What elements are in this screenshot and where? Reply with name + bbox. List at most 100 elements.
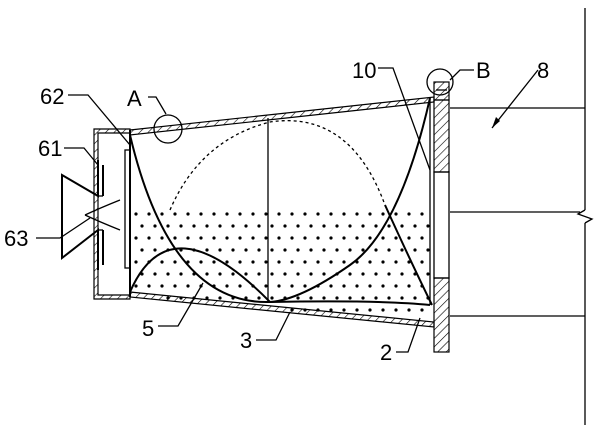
granule-dot: [225, 284, 229, 288]
granule-dot: [166, 224, 170, 228]
granule-dot: [199, 260, 203, 264]
granule-dot: [387, 272, 391, 276]
granule-dot: [309, 224, 313, 228]
label-10: 10: [352, 58, 376, 83]
granule-dot: [413, 224, 417, 228]
granule-dot: [329, 284, 333, 288]
granule-dot: [212, 236, 216, 240]
granule-dot: [400, 224, 404, 228]
granule-dot: [199, 212, 203, 216]
granule-dot: [316, 260, 320, 264]
granule-dot: [381, 260, 385, 264]
granule-dot: [374, 272, 378, 276]
granule-dot: [342, 284, 346, 288]
detail-circle-b: [426, 68, 454, 96]
granule-dot: [407, 284, 411, 288]
granule-dot: [244, 272, 248, 276]
granule-dot: [218, 224, 222, 228]
granule-dot: [413, 248, 417, 252]
granule-dot: [413, 296, 417, 300]
granule-dot: [342, 236, 346, 240]
granule-dot: [257, 224, 261, 228]
granule-dot: [368, 308, 372, 312]
label-2: 2: [380, 340, 392, 365]
granule-dot: [257, 248, 261, 252]
granule-dot: [322, 272, 326, 276]
granule-dot: [179, 272, 183, 276]
granule-dot: [329, 260, 333, 264]
granule-dot: [309, 296, 313, 300]
granule-dot: [407, 308, 411, 312]
granule-dot: [173, 236, 177, 240]
granule-dot: [394, 212, 398, 216]
label-61: 61: [38, 136, 62, 161]
granule-dot: [140, 224, 144, 228]
granule-dot: [290, 260, 294, 264]
granule-dot: [355, 212, 359, 216]
granule-dot: [400, 296, 404, 300]
granule-dot: [140, 248, 144, 252]
granule-dot: [212, 260, 216, 264]
granule-dot: [199, 236, 203, 240]
granule-dot: [277, 260, 281, 264]
granule-dot: [374, 224, 378, 228]
granule-dot: [231, 272, 235, 276]
granule-dot: [381, 236, 385, 240]
granule-dot: [387, 224, 391, 228]
granule-dot: [400, 248, 404, 252]
granule-dot: [309, 248, 313, 252]
label-8: 8: [537, 58, 549, 83]
granule-dot: [244, 224, 248, 228]
granule-dot: [348, 272, 352, 276]
granule-dot: [212, 212, 216, 216]
granule-dot: [335, 248, 339, 252]
detail-circle-a: [153, 114, 183, 144]
flange-bolt-top: [433, 81, 450, 101]
label-detail-a: A: [127, 86, 142, 111]
granule-dot: [426, 224, 430, 228]
granule-dot: [361, 224, 365, 228]
granule-dot: [134, 236, 138, 240]
granule-dot: [407, 260, 411, 264]
granule-dot: [420, 260, 424, 264]
granule-dot: [296, 248, 300, 252]
granule-dot: [283, 224, 287, 228]
granule-dot: [160, 260, 164, 264]
granule-dot: [316, 308, 320, 312]
granule-dot: [303, 236, 307, 240]
granule-dot: [231, 248, 235, 252]
granule-dot: [218, 272, 222, 276]
granule-dot: [283, 272, 287, 276]
label-detail-b: B: [476, 58, 491, 83]
granule-dot: [147, 284, 151, 288]
granule-dot: [257, 272, 261, 276]
granule-dot: [361, 272, 365, 276]
granule-dot: [348, 224, 352, 228]
granule-dot: [394, 260, 398, 264]
label-5: 5: [142, 316, 154, 341]
granule-dot: [251, 260, 255, 264]
granule-dot: [290, 308, 294, 312]
granule-dot: [173, 284, 177, 288]
granule-dot: [329, 212, 333, 216]
granule-dot: [244, 296, 248, 300]
granule-dot: [342, 308, 346, 312]
granule-dot: [342, 212, 346, 216]
granule-dot: [329, 236, 333, 240]
granule-dot: [420, 236, 424, 240]
granule-dot: [394, 236, 398, 240]
internal-curves: [129, 97, 433, 306]
granule-dot: [355, 308, 359, 312]
granule-dot: [277, 212, 281, 216]
granule-dot: [270, 224, 274, 228]
granule-dot: [257, 296, 261, 300]
granule-dot: [205, 296, 209, 300]
granule-dot: [153, 224, 157, 228]
granule-dot: [290, 212, 294, 216]
granule-dot: [264, 260, 268, 264]
granule-dot: [290, 284, 294, 288]
granule-dot: [277, 236, 281, 240]
granule-dot: [186, 236, 190, 240]
granule-dot: [374, 248, 378, 252]
